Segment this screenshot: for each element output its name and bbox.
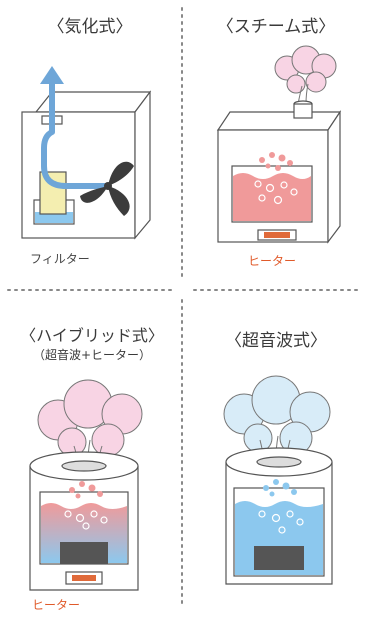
- vaporization-box-side: [134, 90, 151, 240]
- ultrasonic-bubbles: [263, 479, 297, 497]
- ultrasonic-water-bubbles: [258, 510, 304, 534]
- steam-heater: [264, 232, 290, 238]
- filter-caption: フィルター: [30, 252, 90, 266]
- hybrid-heater-caption: ヒーター: [32, 598, 81, 612]
- steam-cloud: [274, 45, 337, 94]
- hybrid-mist-cloud: [37, 379, 143, 457]
- steam-water: [233, 173, 311, 221]
- vaporization-title: 〈気化式〉: [47, 17, 133, 37]
- steam-water-bubbles: [254, 180, 298, 205]
- ultrasonic-transducer: [254, 546, 304, 570]
- steam-bubbles: [259, 152, 293, 171]
- tray-water: [35, 212, 73, 223]
- hybrid-water-bubbles: [64, 510, 108, 530]
- steam-box-side: [327, 110, 341, 244]
- airflow-path: [41, 82, 108, 189]
- hybrid-heater: [72, 575, 96, 581]
- steam-heater-caption: ヒーター: [248, 254, 297, 268]
- hybrid-outlet: [61, 460, 107, 472]
- steam-outlet: [293, 103, 313, 119]
- ultrasonic-outlet: [256, 456, 302, 468]
- fan-icon: [80, 161, 134, 216]
- hybrid-subtitle: （超音波+ヒーター）: [32, 348, 152, 362]
- airflow-arrowhead: [40, 66, 64, 84]
- ultrasonic-mist-cloud: [223, 375, 331, 455]
- steam-title: 〈スチーム式〉: [216, 17, 336, 37]
- hybrid-bubbles: [69, 481, 103, 499]
- ultrasonic-title: 〈超音波式〉: [225, 331, 327, 351]
- hybrid-title: 〈ハイブリッド式〉: [20, 326, 164, 345]
- hybrid-transducer: [60, 542, 108, 564]
